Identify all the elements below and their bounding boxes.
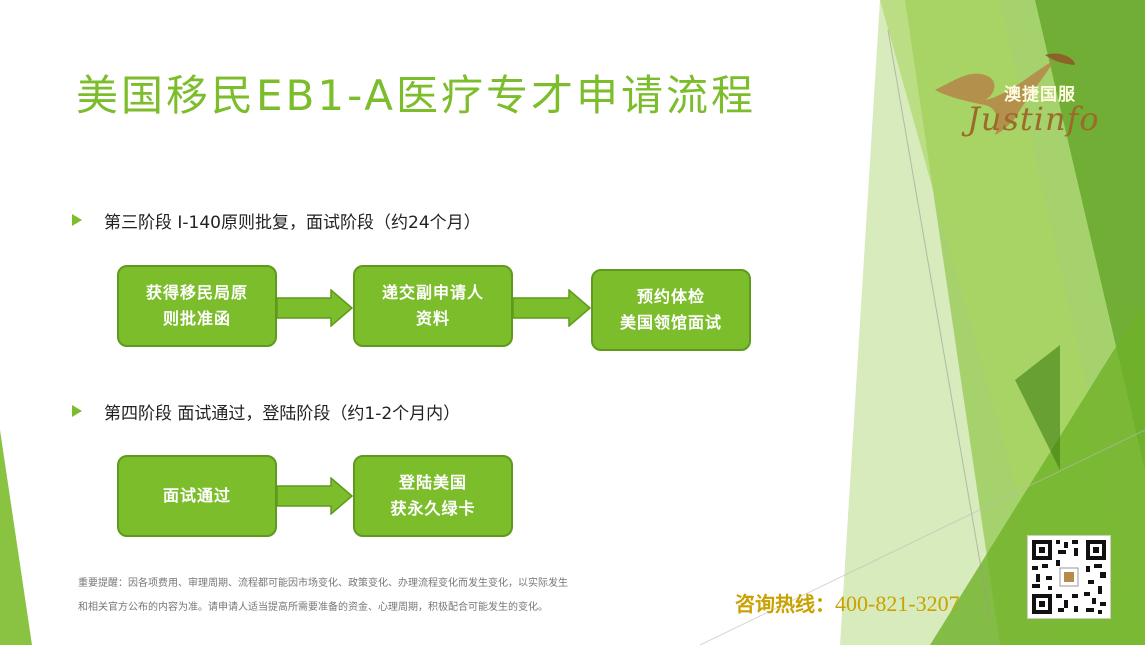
stage4-heading-text: 第四阶段 面试通过，登陆阶段（约1-2个月内） (104, 403, 461, 424)
stage4-step2-box: 登陆美国 获永久绿卡 (353, 455, 513, 537)
qr-code-icon (1027, 535, 1111, 619)
arrow-right-icon (513, 289, 591, 327)
hotline: 咨询热线：400-821-3207 (735, 588, 960, 617)
hotline-label: 咨询热线： (735, 594, 835, 616)
stage4-step1-box: 面试通过 (117, 455, 277, 537)
notice-line1: 重要提醒：因各项费用、审理周期、流程都可能因市场变化、政策变化、办理流程变化而发… (78, 578, 568, 589)
stage3-step3-line2: 美国领馆面试 (619, 313, 722, 332)
arrow-right-icon (277, 477, 353, 515)
logo-chinese-text: 澳捷国服 (1004, 85, 1076, 105)
bullet-triangle-icon (72, 214, 82, 226)
notice-line2: 和相关官方公布的内容为准。请申请人适当提高所需要准备的资金、心理周期，积极配合可… (78, 602, 548, 613)
stage3-step2-box: 递交副申请人 资料 (353, 265, 513, 347)
stage3-step1-box: 获得移民局原 则批准函 (117, 265, 277, 347)
stage4-step1-line1: 面试通过 (162, 486, 231, 505)
stage4-step2-line2: 获永久绿卡 (390, 499, 476, 518)
page-title: 美国移民EB1-A医疗专才申请流程 (76, 71, 757, 120)
hotline-number: 400-821-3207 (835, 591, 960, 616)
stage3-heading-text: 第三阶段 I-140原则批复，面试阶段（约24个月） (104, 212, 481, 233)
stage3-step1-line2: 则批准函 (162, 309, 231, 328)
stage3-step3-line1: 预约体检 (636, 287, 705, 306)
kangaroo-logo-icon (935, 53, 1075, 135)
logo-english-text: Justinfo (967, 100, 1100, 138)
stage4-step2-line1: 登陆美国 (398, 473, 467, 492)
stage3-step1-line1: 获得移民局原 (145, 283, 248, 302)
stage4-heading: 第四阶段 面试通过，登陆阶段（约1-2个月内） (72, 399, 461, 424)
arrow-right-icon (277, 289, 353, 327)
bullet-triangle-icon (72, 405, 82, 417)
stage3-step2-line2: 资料 (415, 309, 450, 328)
stage3-step3-box: 预约体检 美国领馆面试 (591, 269, 751, 351)
stage3-step2-line1: 递交副申请人 (381, 283, 484, 302)
stage3-heading: 第三阶段 I-140原则批复，面试阶段（约24个月） (72, 208, 481, 233)
